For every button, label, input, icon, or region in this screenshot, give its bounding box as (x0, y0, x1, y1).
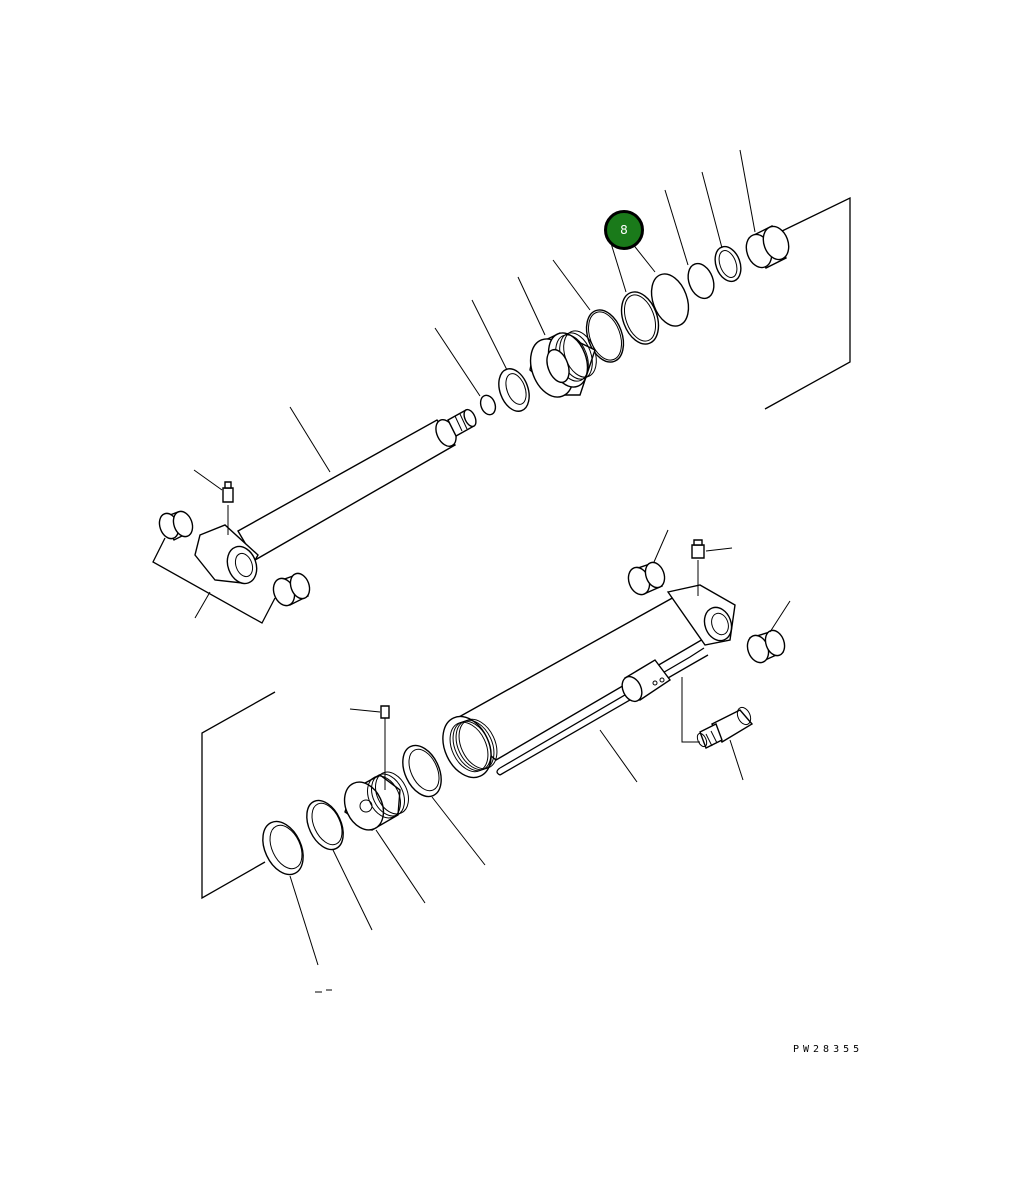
hydraulic-pipe (496, 647, 709, 783)
grease-fitting-tube (691, 539, 733, 596)
cylinder-head (517, 276, 597, 398)
cylinder-tube (442, 595, 724, 779)
upper-group-bracket (764, 196, 851, 410)
drawing-code: PW28355 (793, 1044, 864, 1055)
piston-seal-ring (306, 799, 373, 931)
backup-ring-small (664, 189, 715, 300)
tube-eye (666, 584, 736, 646)
buffer-ring (609, 239, 660, 345)
rod-eye (194, 524, 259, 585)
rod-eye-bushing-left (158, 510, 194, 541)
piston-rod (237, 406, 477, 561)
rod-eye-bushing-right (272, 572, 311, 607)
piston-wear-ring (402, 744, 486, 866)
rod-bushing (739, 149, 790, 269)
lower-group-bracket (201, 691, 276, 900)
tube-eye-bushing-left (627, 529, 669, 596)
part-callout-8[interactable]: 8 (604, 210, 644, 250)
small-o-ring (434, 327, 497, 416)
callout-label: 8 (620, 223, 628, 237)
rod-eye-bushing-bracket (152, 537, 276, 624)
tube-eye-bushing-right (746, 600, 791, 664)
pipe-connector (681, 677, 754, 781)
rod-seal-ring (471, 299, 530, 412)
set-screw (349, 705, 390, 790)
piston-backup-ring (262, 820, 319, 966)
piston (343, 771, 426, 904)
wiper-ring (701, 171, 742, 283)
o-ring-large (552, 259, 625, 363)
grease-fitting-rod (193, 469, 234, 535)
